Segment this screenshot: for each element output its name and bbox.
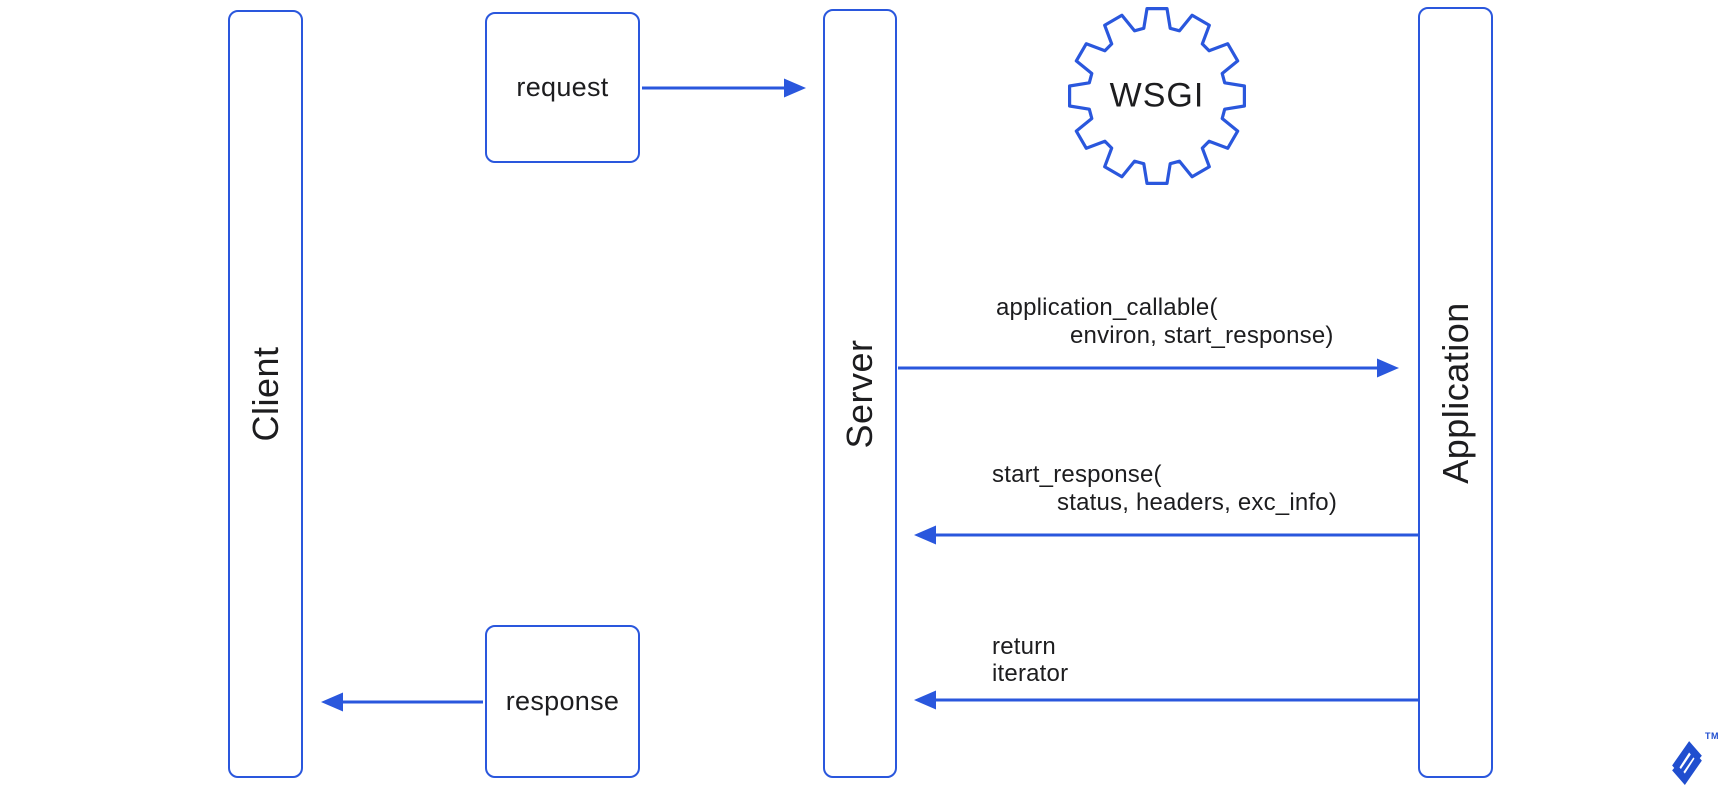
lifeline-server-label: Server [839, 338, 880, 449]
gear-icon [1068, 7, 1246, 185]
start-response-arrow [914, 525, 1418, 545]
response-box: response [485, 625, 640, 778]
lifeline-server: Server [823, 9, 897, 778]
request-box: request [485, 12, 640, 163]
lifeline-application: Application [1418, 7, 1493, 778]
message-start-response-line1: start_response( [992, 461, 1162, 488]
message-start-response: start_response( status, headers, exc_inf… [992, 461, 1337, 517]
wsgi-label: WSGI [1109, 76, 1205, 115]
response-box-label: response [505, 686, 620, 716]
message-start-response-line2: status, headers, exc_info) [1057, 489, 1338, 516]
message-application-callable-line2: environ, start_response) [1070, 322, 1334, 349]
message-application-callable: application_callable( environ, start_res… [996, 294, 1334, 350]
lifeline-client-label: Client [244, 346, 286, 442]
lifeline-client: Client [228, 10, 303, 778]
trademark-symbol: TM [1705, 731, 1719, 741]
lifeline-application-label: Application [1434, 301, 1476, 484]
request-box-label: request [516, 72, 609, 102]
request-arrow [642, 78, 806, 98]
application-callable-arrow [898, 358, 1399, 378]
message-return-iterator: return iterator [992, 633, 1068, 687]
message-return-iterator-line1: return [992, 633, 1056, 660]
return-iterator-arrow [914, 690, 1418, 710]
message-return-iterator-line2: iterator [992, 660, 1069, 687]
toptal-logo [1672, 741, 1702, 785]
message-application-callable-line1: application_callable( [996, 294, 1218, 321]
response-arrow [321, 692, 483, 712]
